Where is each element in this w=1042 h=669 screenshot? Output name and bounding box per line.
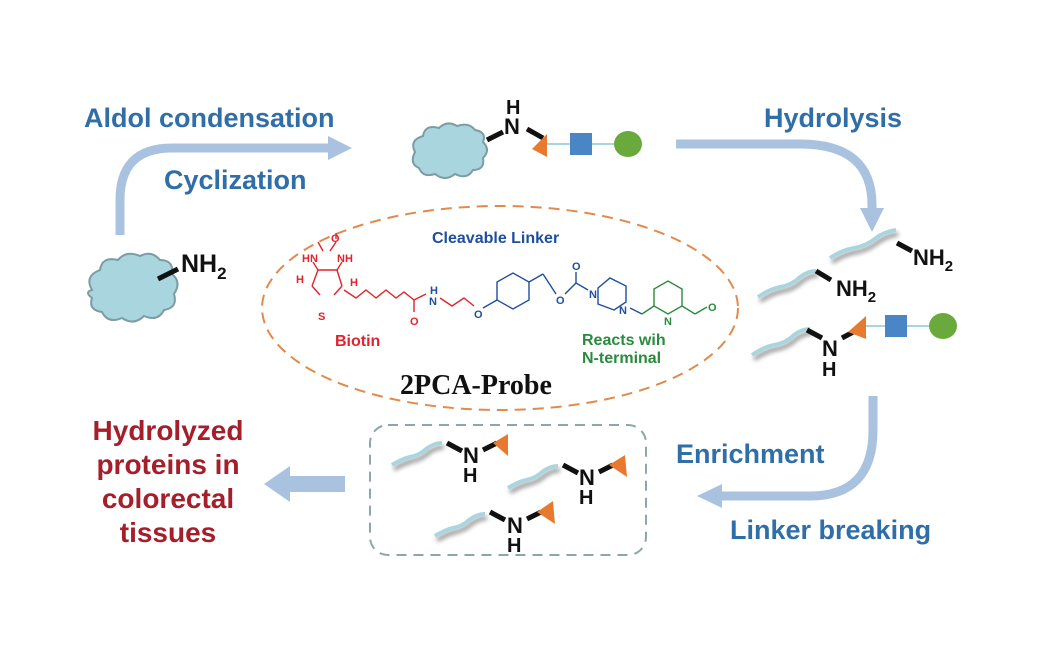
peptide-fragment-icon (506, 464, 559, 490)
reacts-label-line-1: Reacts wih (582, 332, 666, 349)
hydrolyzed-fragments: NH2 NH2 N H (750, 228, 957, 381)
n-label: N (507, 513, 523, 538)
atom-label: N (619, 305, 627, 317)
peptide-fragment-icon (390, 441, 443, 467)
atom-label: N (664, 316, 672, 328)
h-label: H (463, 465, 477, 487)
peptide-fragment-icon (828, 228, 897, 260)
h-label: H (507, 535, 521, 557)
cleavable-linker-label: Cleavable Linker (432, 230, 559, 247)
h-label: H (579, 487, 593, 509)
step-cyclization-label: Cyclization (164, 165, 307, 195)
amine-label: NH2 (181, 250, 227, 283)
triangle-tag-icon (493, 434, 508, 456)
atom-label: NH (337, 253, 353, 265)
probe-structure: Cleavable Linker O HN NH H H S O Biotin … (261, 205, 739, 411)
linker-structure (482, 272, 643, 315)
h-label: H (506, 97, 520, 119)
triangle-tag-icon (848, 316, 866, 339)
atom-label: S (318, 311, 325, 323)
result-line-3: colorectal (102, 483, 234, 514)
triangle-tag-icon (609, 455, 627, 477)
step-enrichment-label: Enrichment (676, 439, 825, 469)
circle-tag-icon (929, 313, 957, 339)
arrow-hydrolysis (676, 139, 884, 232)
peptide-fragment-icon (750, 327, 811, 357)
result-line-2: proteins in (96, 449, 239, 480)
atom-label: O (556, 295, 565, 307)
atom-label: O (331, 233, 340, 245)
atom-label: HN (302, 253, 318, 265)
protein-cloud-icon (411, 122, 488, 179)
result-line-4: tissues (120, 517, 217, 548)
n-label: N (579, 465, 595, 490)
triangle-tag-icon (532, 134, 547, 157)
amine-label: NH2 (913, 245, 953, 275)
atom-label: O (708, 302, 717, 314)
square-tag-icon (885, 315, 907, 337)
n-label: N (463, 443, 479, 468)
protein-free-amine: NH2 (87, 250, 227, 323)
atom-label: O (474, 309, 483, 321)
biotin-structure (311, 233, 475, 312)
step-hydrolysis-label: Hydrolysis (764, 103, 902, 133)
triangle-tag-icon (537, 501, 555, 524)
amine-label: NH2 (836, 276, 876, 306)
peptide-fragment-icon (433, 512, 486, 538)
reacts-label-line-2: N-terminal (582, 350, 661, 367)
square-tag-icon (570, 133, 592, 155)
biotin-label: Biotin (335, 333, 380, 350)
n-label: N (822, 336, 838, 361)
atom-label: O (410, 316, 419, 328)
probe-ellipse (261, 205, 739, 411)
result-line-1: Hydrolyzed (93, 415, 244, 446)
step-linker-breaking-label: Linker breaking (730, 515, 931, 545)
n-label: N (504, 114, 520, 139)
enriched-peptides-box: N H N H N H (369, 424, 647, 557)
pyridine-structure (641, 280, 708, 315)
result-text: Hydrolyzed proteins in colorectal tissue… (93, 415, 244, 548)
h-label: H (822, 359, 836, 381)
arrow-enrichment (697, 396, 878, 508)
atom-label: H (296, 274, 304, 286)
atom-label: O (572, 261, 581, 273)
protein-labeled: H N (411, 97, 642, 179)
atom-label: N (589, 289, 597, 301)
peptide-fragment-icon (756, 269, 817, 299)
atom-label: N (429, 296, 437, 308)
arrow-aldol (115, 136, 352, 235)
atom-label: H (430, 285, 438, 297)
atom-label: H (350, 277, 358, 289)
arrow-to-result (264, 466, 345, 502)
probe-name: 2PCA-Probe (400, 370, 552, 401)
circle-tag-icon (614, 131, 642, 157)
step-aldol-label: Aldol condensation (84, 103, 335, 133)
protein-cloud-icon (87, 252, 179, 323)
